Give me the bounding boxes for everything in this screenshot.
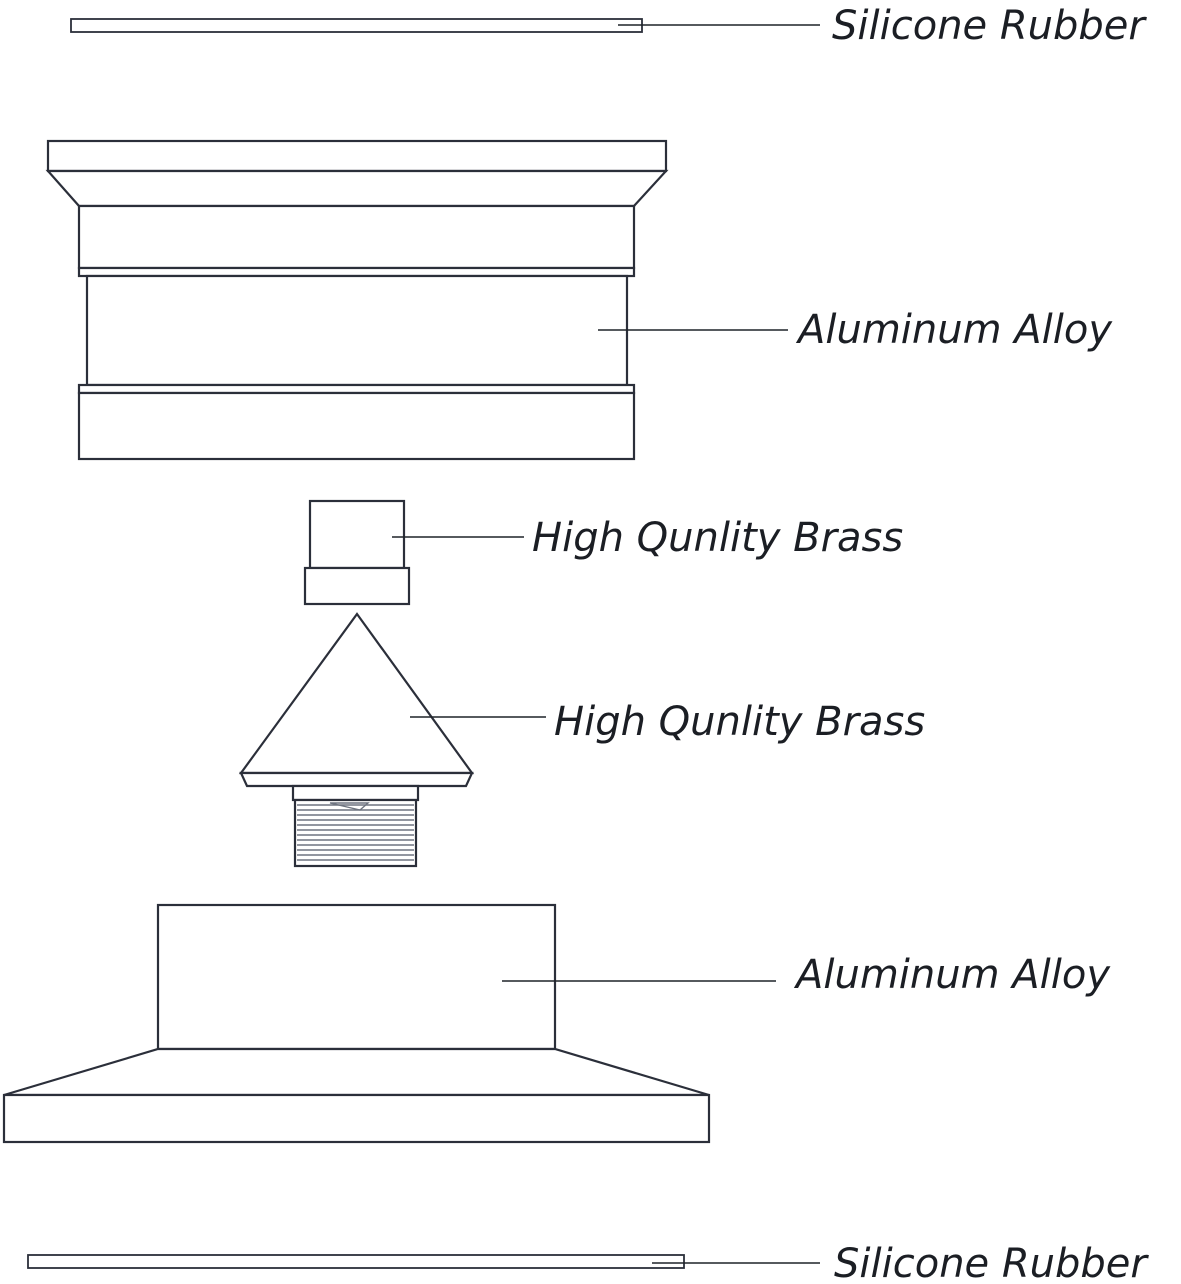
bottom-rubber-label: Silicone Rubber [834, 1241, 1149, 1284]
brass-spike-label: High Qunlity Brass [554, 699, 925, 745]
lower-aluminum-base [2, 903, 711, 1144]
threaded-stud [293, 798, 418, 868]
upper-body-label: Aluminum Alloy [795, 307, 1113, 353]
upper-aluminum-body [45, 139, 669, 461]
brass-cap [303, 499, 411, 606]
brass-cap-label: High Qunlity Brass [532, 515, 903, 561]
lower-base-label: Aluminum Alloy [793, 952, 1111, 998]
top-rubber-label: Silicone Rubber [832, 3, 1147, 49]
brass-spike [238, 612, 475, 868]
bottom-silicone-pad [27, 1254, 685, 1269]
top-silicone-pad [70, 18, 643, 33]
